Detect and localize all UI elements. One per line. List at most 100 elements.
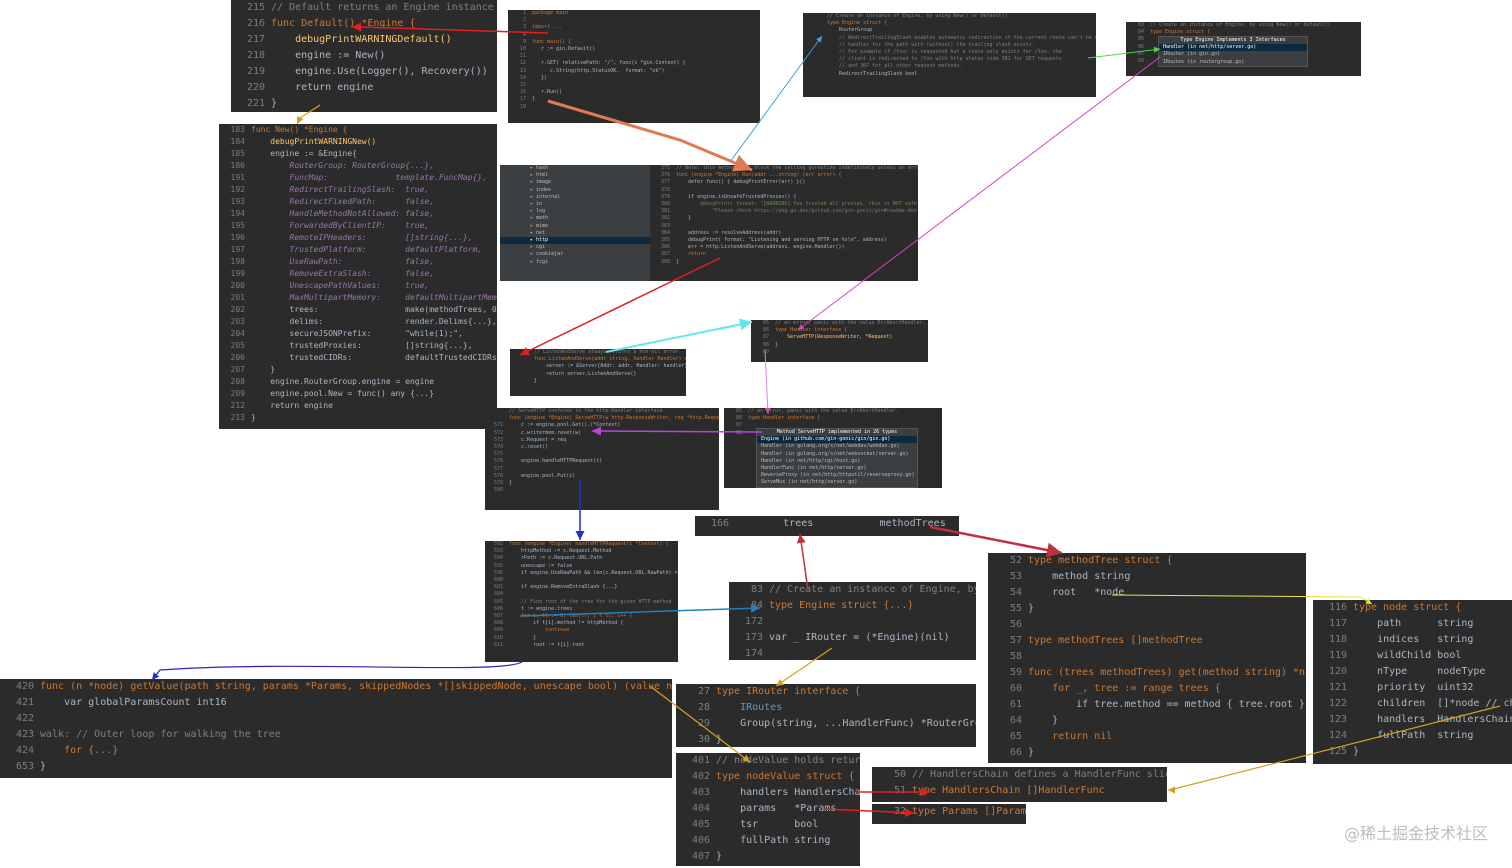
popup-item[interactable]: Handler (in golang.org/x/net/webdav/webd… bbox=[761, 443, 900, 450]
code-text: RedirectFixedPath: false, bbox=[251, 197, 435, 206]
code-line: // ListenAndServe always returns a non-n… bbox=[510, 349, 686, 356]
implementations-popup[interactable]: Method ServeHTTP implemented in 26 types… bbox=[756, 428, 918, 488]
code-line: 653} bbox=[0, 759, 672, 775]
code-text: } bbox=[532, 96, 536, 103]
code-text: // Find root of the tree for the given H… bbox=[509, 598, 672, 605]
code-text: params *Params bbox=[716, 803, 837, 814]
code-line: 66} bbox=[988, 745, 1306, 761]
code-line: 405 tsr bool bbox=[676, 817, 860, 833]
popup-item[interactable]: Engine (in github.com/gin-gonic/gin/gin.… bbox=[757, 436, 917, 444]
file-tree-item[interactable]: ▸ hash bbox=[530, 165, 549, 171]
code-text: debugPrintWARNINGDefault() bbox=[271, 34, 452, 45]
code-line: 54 root *node bbox=[988, 585, 1306, 601]
line-number: 4 bbox=[522, 31, 526, 38]
code-text: if engine.isUnsafeTrustedProxies() { bbox=[676, 193, 797, 200]
line-number: 198 bbox=[230, 257, 245, 266]
code-text: address := resolveAddress(addr) bbox=[676, 229, 782, 236]
popup-item[interactable]: ServeMux (in net/http/server.go) bbox=[761, 479, 858, 486]
code-line: 217 debugPrintWARNINGDefault() bbox=[231, 32, 497, 48]
file-tree-item[interactable]: ▸ net bbox=[530, 229, 546, 236]
file-tree-item[interactable]: ▸ image bbox=[530, 179, 552, 186]
file-tree-item[interactable]: ▸ log bbox=[530, 208, 546, 215]
line-number: 213 bbox=[230, 413, 245, 422]
code-line: 387 return bbox=[652, 251, 918, 258]
code-text: } bbox=[716, 734, 723, 745]
line-number bbox=[510, 378, 534, 385]
code-line: 14 }) bbox=[508, 75, 760, 82]
code-line: // handler for the path with (without) t… bbox=[803, 42, 1096, 49]
code-line: 2 bbox=[508, 17, 760, 24]
code-line: 424 for {...} bbox=[0, 743, 672, 759]
code-text: return engine bbox=[271, 82, 374, 93]
line-number: 405 bbox=[691, 819, 710, 830]
line-number: 14 bbox=[519, 74, 526, 81]
file-tree-item[interactable]: ▸ http bbox=[500, 237, 650, 245]
line-number: 88 bbox=[735, 429, 742, 436]
code-text: RedirectTrailingSlash bool bbox=[827, 70, 918, 77]
code-text: continue bbox=[509, 627, 570, 634]
code-text: c.Request = req bbox=[509, 436, 567, 443]
file-tree-item[interactable]: ▸ internal bbox=[530, 193, 561, 200]
file-tree-item[interactable]: ▸ fcgi bbox=[530, 258, 549, 265]
code-line: 121 priority uint32 bbox=[1313, 680, 1512, 696]
file-tree-item[interactable]: ▸ math bbox=[530, 215, 549, 222]
code-text bbox=[1028, 649, 1306, 665]
code-text: indices string bbox=[1353, 634, 1474, 645]
popup-item[interactable]: IRouter (in gin.go) bbox=[1163, 51, 1221, 58]
line-number: 60 bbox=[1009, 683, 1022, 694]
code-text: debugPrint( format: "[WARNING] You trust… bbox=[676, 201, 918, 208]
code-line: 594 rPath := c.Request.URL.Path bbox=[485, 555, 678, 562]
file-tree-item[interactable]: ▸ html bbox=[530, 172, 549, 179]
file-tree-item[interactable]: ▸ io bbox=[530, 201, 543, 208]
code-text: delims: render.Delims{...}, bbox=[251, 317, 497, 326]
code-text: engine := &Engine{ bbox=[251, 149, 357, 158]
code-text: unescape := false bbox=[509, 562, 573, 569]
code-line: 219 engine.Use(Logger(), Recovery()) bbox=[231, 64, 497, 80]
code-text: UnescapePathValues: true, bbox=[251, 281, 430, 290]
code-line: 186 RouterGroup: RouterGroup{...}, bbox=[219, 160, 497, 172]
file-tree-item[interactable]: ▸ cookiejar bbox=[530, 251, 564, 258]
line-number: 382 bbox=[660, 215, 670, 222]
code-line: 577 bbox=[485, 466, 719, 473]
line-number: 2 bbox=[522, 17, 526, 24]
file-tree-item[interactable]: ▸ mime bbox=[530, 222, 549, 229]
popup-item[interactable]: Handler (in net/http/server.go) bbox=[1159, 44, 1307, 52]
code-text: type Engine struct { bbox=[1150, 29, 1211, 36]
code-text: RemoveExtraSlash: false, bbox=[251, 269, 435, 278]
line-number: 201 bbox=[230, 293, 245, 302]
code-line: 12 r.GET( relativePath: "/", func(c *gin… bbox=[508, 60, 760, 67]
code-line: 88} bbox=[751, 342, 928, 349]
code-line: 185 engine := &Engine{ bbox=[219, 148, 497, 160]
code-line: 86 bbox=[1126, 44, 1361, 51]
code-line: // client is redirected to /foo with htt… bbox=[803, 56, 1096, 63]
line-number: 192 bbox=[230, 185, 245, 194]
code-line: 184 debugPrintWARNINGNew() bbox=[219, 136, 497, 148]
code-line: 191 FuncMap: template.FuncMap{}, bbox=[219, 172, 497, 184]
code-line: 28 IRoutes bbox=[676, 700, 976, 716]
line-number: 194 bbox=[230, 209, 245, 218]
code-line: 209 engine.pool.New = func() any {...} bbox=[219, 388, 497, 400]
popup-item[interactable]: IRoutes (in routergroup.go) bbox=[1163, 58, 1245, 65]
code-line: 11 bbox=[508, 53, 760, 60]
line-number: 202 bbox=[230, 305, 245, 314]
code-text: import ... bbox=[532, 24, 563, 31]
popup-item[interactable]: ReverseProxy (in net/http/httputil/rever… bbox=[761, 472, 915, 479]
code-line: type Engine struct { bbox=[803, 20, 1096, 27]
popup-item[interactable]: Handler (in golang.org/x/net/websocket/s… bbox=[761, 450, 909, 457]
code-text: func (engine *Engine) ServeHTTP(w http.R… bbox=[509, 415, 719, 422]
file-tree[interactable]: ▸ hash▸ html▸ image▸ index▸ internal▸ io… bbox=[500, 165, 650, 281]
file-tree-item[interactable]: ▸ cgi bbox=[530, 244, 546, 251]
popup-item[interactable]: Handler (in net/http/cgi/host.go) bbox=[761, 457, 861, 464]
file-tree-item[interactable]: ▸ index bbox=[530, 186, 552, 193]
code-text: // an error, panic with the value ErrAbo… bbox=[748, 408, 899, 414]
line-number: 85 bbox=[1137, 36, 1144, 43]
code-text: package main bbox=[532, 10, 569, 16]
code-text: } bbox=[40, 761, 47, 772]
code-text: } bbox=[509, 480, 513, 487]
code-line: 58 bbox=[988, 649, 1306, 665]
popup-item[interactable]: HandlerFunc (in net/http/server.go) bbox=[761, 465, 867, 472]
